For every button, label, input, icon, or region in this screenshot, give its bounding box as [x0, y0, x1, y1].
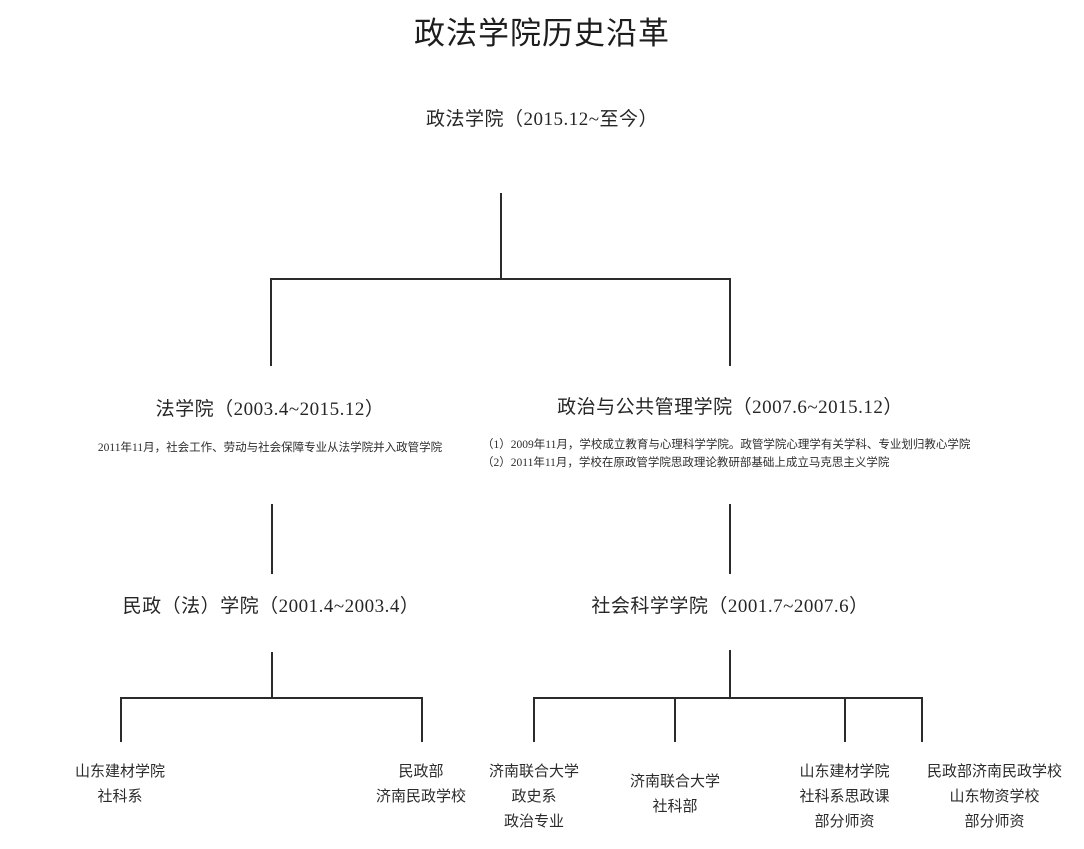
note-public-administration-1: （1）2009年11月，学校成立教育与心理科学学院。政管学院心理学有关学科、专业… [482, 439, 971, 451]
leaf-node-2: 民政部 济南民政学校 [351, 760, 491, 810]
connector-civil-bar [120, 697, 423, 699]
page-title: 政法学院历史沿革 [414, 16, 670, 51]
leaf-2-line-2: 济南民政学校 [375, 788, 466, 805]
node-social-science-school: 社会科学学院（2001.7~2007.6） [591, 596, 869, 617]
connector-root-stem [500, 193, 502, 279]
connector-civil-stem [271, 652, 273, 698]
connector-pubadmin-to-socsci [729, 504, 731, 574]
leaf-5-line-1: 山东建材学院 [799, 764, 890, 780]
leaf-1-line-1: 山东建材学院 [74, 764, 165, 780]
leaf-node-3: 济南联合大学 政史系 政治专业 [464, 760, 604, 834]
leaf-5-line-3: 部分师资 [814, 813, 875, 830]
leaf-6-line-1: 民政部济南民政学校 [926, 764, 1062, 780]
connector-root-to-law [270, 278, 272, 366]
leaf-3-line-2: 政史系 [511, 788, 557, 805]
connector-root-to-pubadmin [729, 278, 731, 366]
leaf-6-line-2: 山东物资学校 [949, 788, 1040, 805]
node-law-school: 法学院（2003.4~2015.12） [155, 399, 385, 420]
leaf-6-line-3: 部分师资 [964, 813, 1025, 830]
leaf-5-line-2: 社科系思政课 [799, 788, 890, 805]
connector-civil-to-leaf-2 [421, 697, 423, 742]
node-root-zhengfa-xueyuan: 政法学院（2015.12~至今） [425, 109, 659, 130]
connector-civil-to-leaf-1 [120, 697, 122, 742]
connector-law-to-civil [271, 504, 273, 574]
note-law-school-1: 2011年11月，社会工作、劳动与社会保障专业从法学院并入政管学院 [97, 442, 443, 454]
node-public-administration-school: 政治与公共管理学院（2007.6~2015.12） [557, 397, 903, 418]
connector-socsci-to-leaf-5 [844, 697, 846, 742]
node-civil-affairs-school: 民政（法）学院（2001.4~2003.4） [122, 596, 420, 617]
leaf-1-line-2: 社科系 [97, 788, 143, 805]
leaf-3-line-1: 济南联合大学 [488, 764, 579, 780]
leaf-4-line-1: 济南联合大学 [629, 774, 720, 790]
leaf-3-line-3: 政治专业 [503, 813, 564, 830]
connector-socsci-to-leaf-6 [921, 697, 923, 742]
connector-socsci-bar [533, 697, 923, 699]
leaf-node-4: 济南联合大学 社科部 [605, 770, 745, 820]
note-public-administration-2: （2）2011年11月，学校在原政管学院思政理论教研部基础上成立马克思主义学院 [482, 457, 890, 469]
leaf-node-5: 山东建材学院 社科系思政课 部分师资 [777, 760, 912, 834]
leaf-node-6: 民政部济南民政学校 山东物资学校 部分师资 [912, 760, 1077, 834]
leaf-2-line-1: 民政部 [398, 764, 444, 780]
connector-socsci-stem [729, 650, 731, 698]
connector-socsci-to-leaf-4 [674, 697, 676, 742]
leaf-4-line-2: 社科部 [652, 798, 698, 815]
leaf-node-1: 山东建材学院 社科系 [45, 760, 195, 810]
connector-root-bar [270, 278, 731, 280]
connector-socsci-to-leaf-3 [533, 697, 535, 742]
